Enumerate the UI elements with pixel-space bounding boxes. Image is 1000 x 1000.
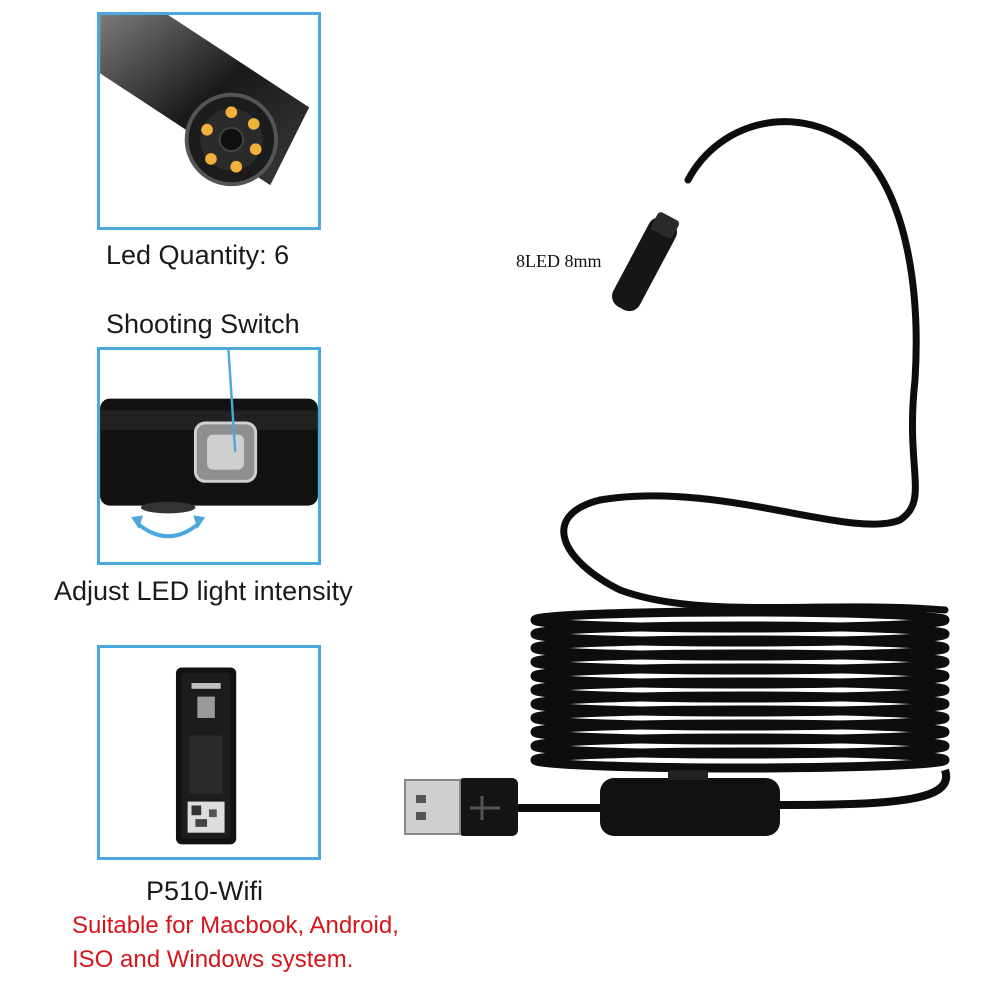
camera-head-icon (612, 212, 680, 312)
wifi-box-icon (175, 667, 237, 845)
wifi-box-panel (97, 645, 321, 860)
camera-head-icon (100, 15, 310, 187)
lens-closeup-panel (97, 12, 321, 230)
compatibility-line-2: ISO and Windows system. (72, 946, 354, 973)
flexible-cable (560, 118, 949, 614)
shooting-switch-icon (193, 421, 258, 483)
adjust-led-caption: Adjust LED light intensity (54, 576, 353, 606)
led-quantity-caption: Led Quantity: 6 (106, 240, 290, 270)
shooting-switch-caption: Shooting Switch (106, 309, 300, 339)
cable-coil (530, 607, 950, 773)
compatibility-line-1: Suitable for Macbook, Android, (72, 912, 399, 939)
model-caption: P510-Wifi (146, 876, 264, 906)
switch-closeup-panel (97, 347, 321, 565)
rotate-arrow-icon (131, 515, 206, 539)
control-box (600, 778, 780, 836)
usb-plug-icon (404, 778, 518, 836)
camera-spec-label: 8LED 8mm (516, 251, 602, 271)
